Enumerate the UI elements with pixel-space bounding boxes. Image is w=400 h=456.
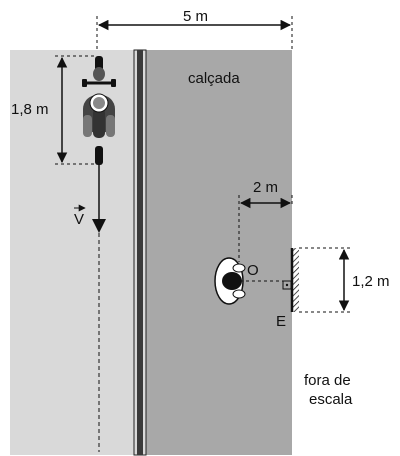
mirror-hatch (292, 248, 299, 312)
velocity-arrowhead (92, 219, 106, 233)
top-width-label: 5 m (183, 8, 208, 25)
sidewalk-label: calçada (188, 70, 240, 87)
curb-center (137, 50, 143, 455)
not-to-scale-line2: escala (309, 391, 353, 408)
moto-length-label: 1,8 m (11, 101, 49, 118)
sidewalk (146, 50, 292, 455)
right-angle-dot (285, 283, 289, 287)
right-angle-mark (282, 280, 292, 290)
not-to-scale-line1: fora de (304, 372, 351, 389)
observer-icon (214, 257, 246, 305)
mirror-height-label: 1,2 m (352, 273, 390, 290)
mirror-label: E (276, 313, 286, 330)
distance-label: 2 m (253, 179, 278, 196)
observer-label: O (247, 262, 259, 279)
motorcycle-icon (82, 56, 116, 165)
velocity-label: V (74, 211, 84, 228)
